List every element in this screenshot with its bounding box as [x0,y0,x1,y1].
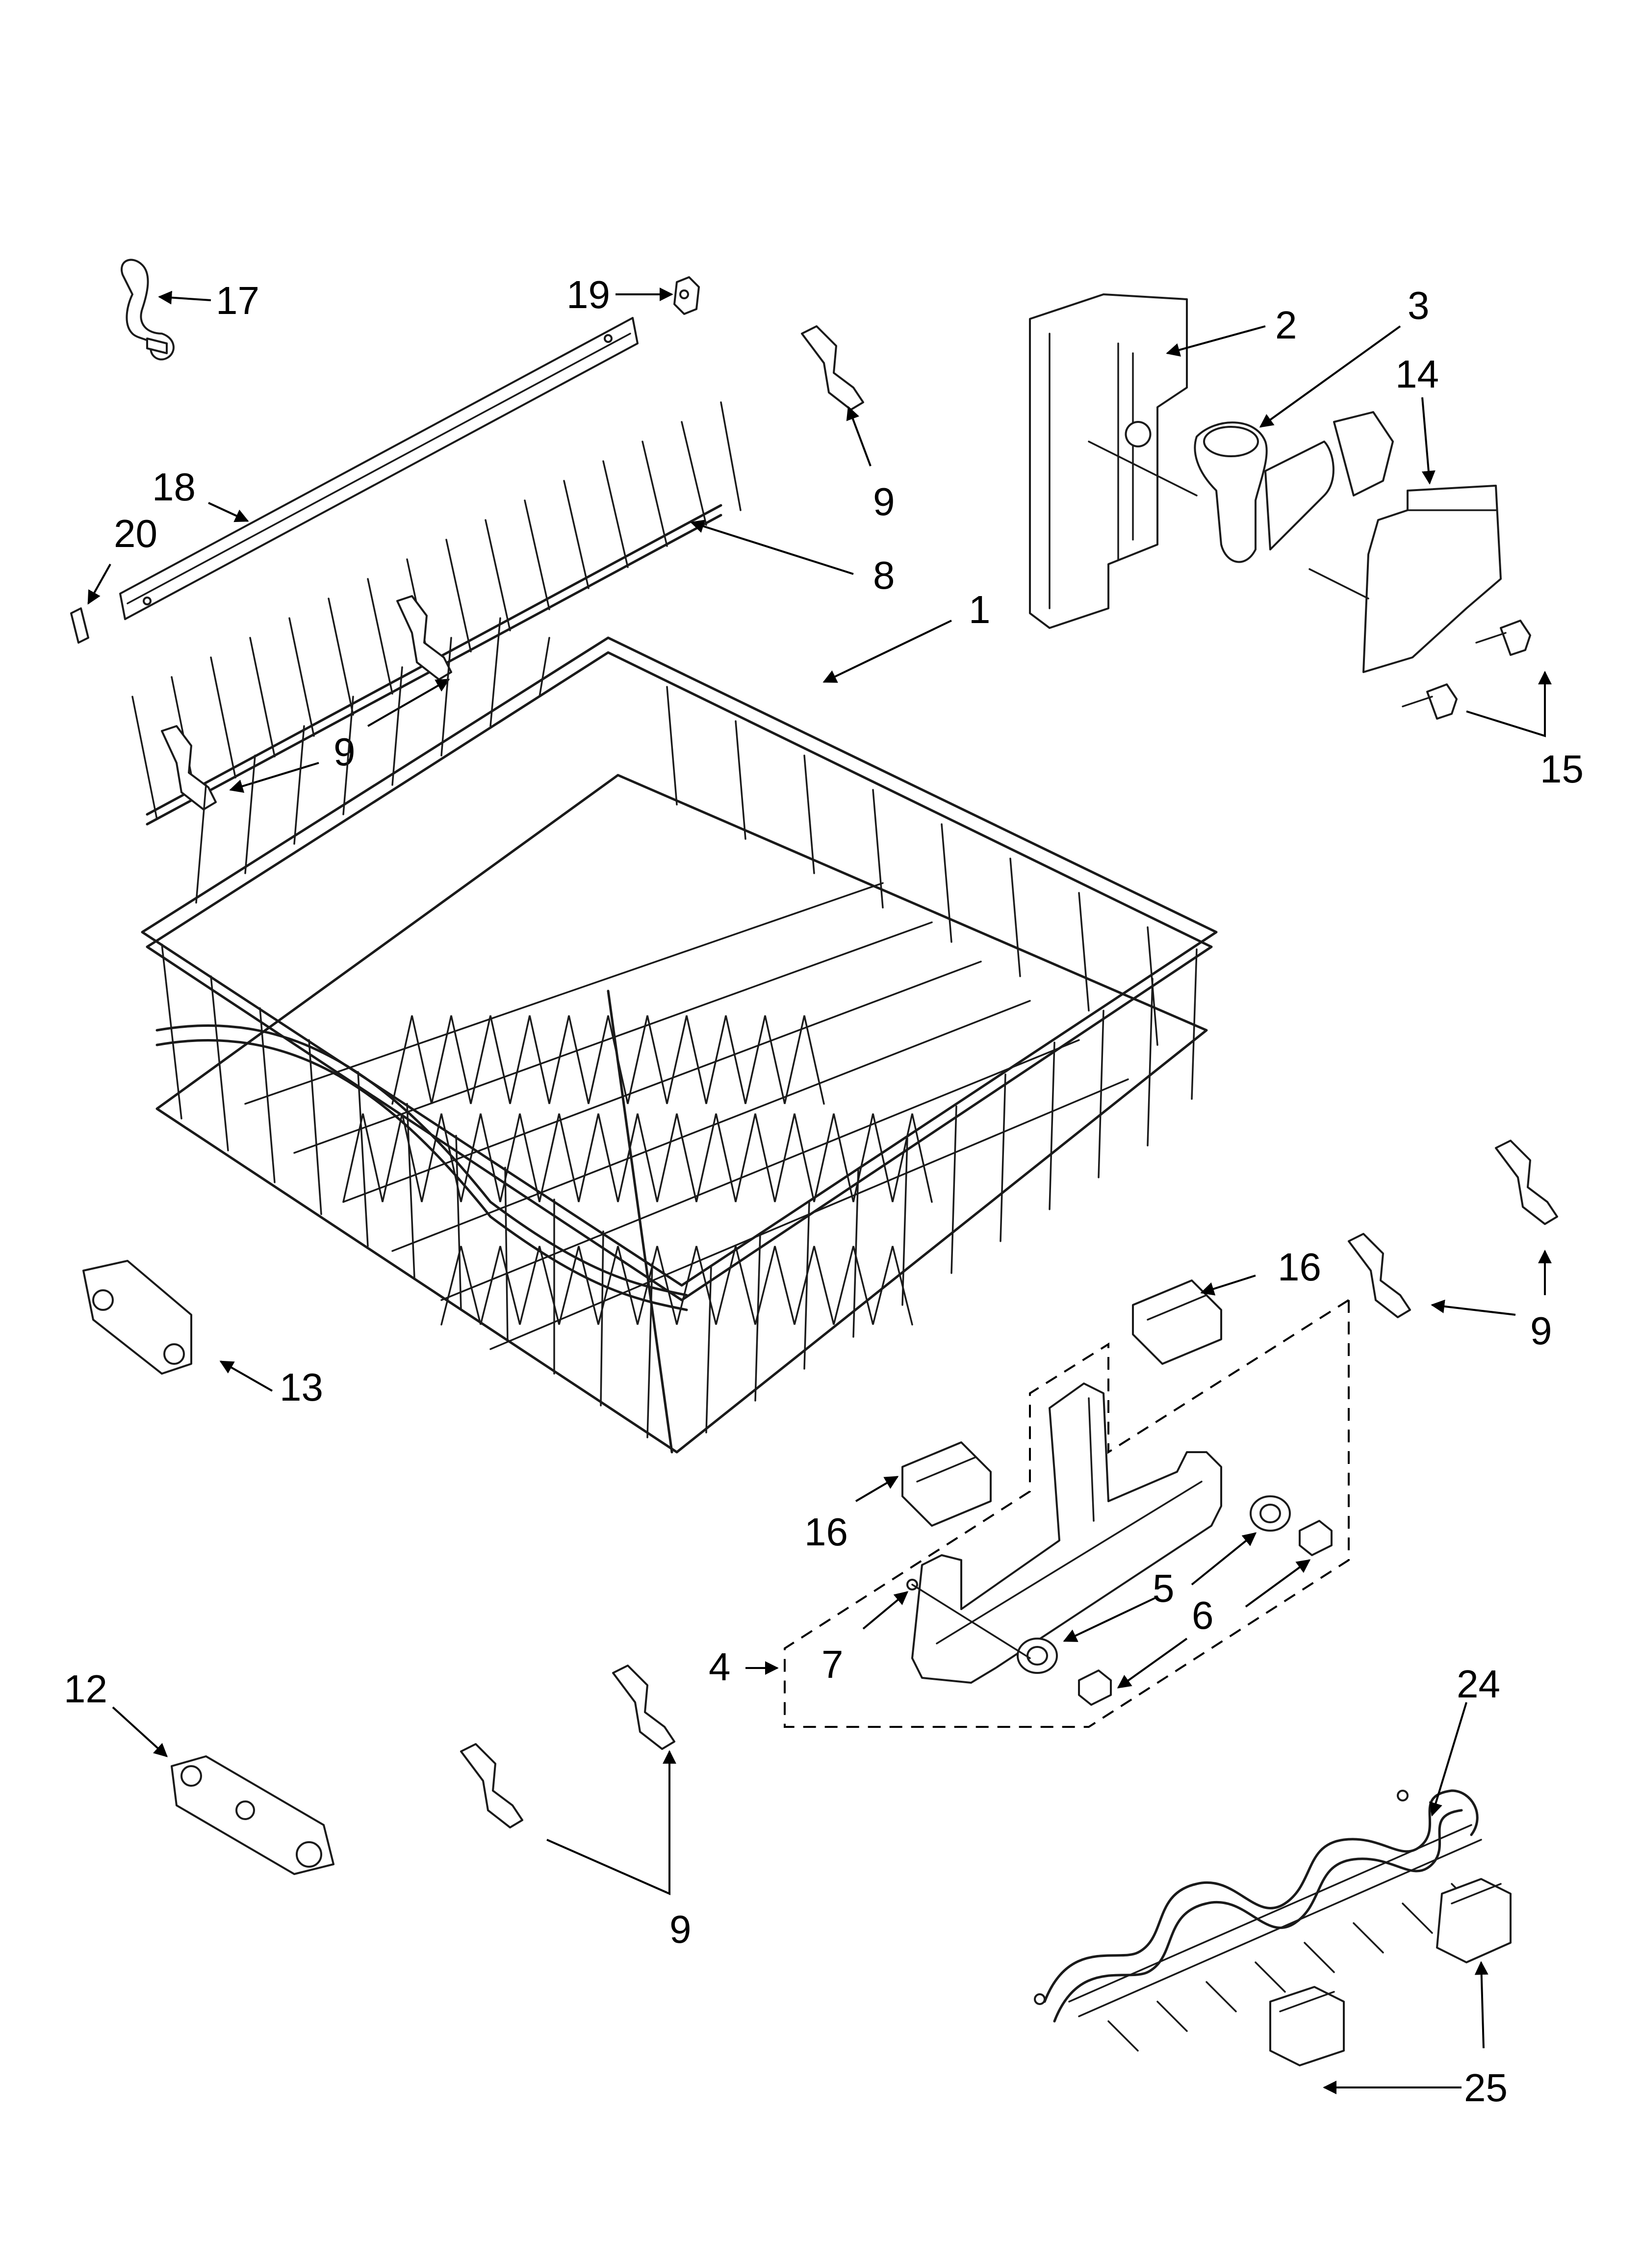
part-15-screw-a [1475,620,1531,656]
leader-15 [1466,671,1552,737]
leader-9-left-a [367,678,450,727]
part-17-clip [121,259,175,361]
leader-5a [1191,1532,1257,1586]
callout-13: 13 [280,1365,323,1409]
callout-24: 24 [1457,1662,1500,1706]
part-9-clip-bottom-a [612,1665,675,1750]
leader-3 [1259,325,1401,428]
callout-14: 14 [1395,352,1439,396]
leader-16-top [1200,1275,1256,1296]
part-1-upper-rack [141,617,1218,1454]
leader-17 [158,290,211,305]
assembly-line-14 [1308,568,1369,600]
callout-2: 2 [1275,303,1297,347]
leader-5b [1063,1596,1158,1642]
callout-17: 17 [216,279,259,322]
part-6-axle-upper [1299,1520,1333,1556]
leader-9-right-b [1431,1300,1516,1316]
callout-25: 25 [1464,2066,1508,2110]
callout-8: 8 [873,553,895,597]
leader-8 [690,520,854,575]
leader-20 [87,564,111,605]
callout-3: 3 [1408,284,1430,327]
leader-18 [208,502,249,522]
leader-12 [112,1706,168,1757]
leader-6a [1245,1559,1311,1608]
callout-9-top: 9 [873,480,895,523]
callout-16-top: 16 [1278,1245,1321,1289]
callout-4: 4 [709,1645,731,1689]
part-4-adjuster-arm [911,1382,1222,1684]
leader-9-top [846,406,872,467]
part-13-bracket [82,1260,192,1375]
part-25-clip-right [1436,1878,1512,1963]
leader-2 [1166,325,1266,357]
part-9-clip-bottom-b [460,1743,523,1828]
leader-25-right [1474,1961,1488,2049]
callout-9-left: 9 [334,730,356,774]
part-9-clip-left-b [161,725,217,810]
part-19-end-cap [673,276,700,315]
callout-20: 20 [114,512,157,555]
part-4-group-outline [784,1299,1350,1728]
part-9-clip-right-b [1348,1233,1411,1318]
part-14-cover [1362,485,1502,673]
part-5-wheel-lower [1017,1638,1058,1674]
part-16-slide-left [901,1441,992,1527]
part-20-clip [70,607,89,644]
leader-9-bottom [546,1750,676,1896]
part-6-axle-lower [1078,1669,1112,1706]
leader-13 [219,1360,273,1392]
part-5-wheel-upper [1250,1495,1291,1532]
part-2-adjuster-housing [1029,293,1198,629]
part-15-screw-b [1402,683,1458,720]
part-12-bracket [171,1755,334,1875]
callout-5: 5 [1153,1566,1175,1610]
part-24-tine-assembly [1034,1789,1482,2052]
part-9-clip-left-a [396,595,452,680]
leader-24 [1429,1702,1467,1817]
part-9-clip-top [801,325,864,411]
leader-14 [1421,397,1436,485]
callout-1: 1 [969,588,991,631]
callout-16-left: 16 [804,1510,848,1554]
callout-15: 15 [1540,747,1584,791]
callout-7: 7 [821,1642,844,1686]
leader-16-left [855,1476,899,1502]
leader-7 [862,1591,909,1630]
callout-9-right: 9 [1530,1309,1552,1353]
part-7-pin [906,1579,1031,1659]
part-25-clip-left [1269,1986,1345,2066]
callout-18: 18 [152,465,196,509]
callout-12: 12 [64,1667,107,1711]
leader-1 [822,620,952,683]
callout-9-bottom: 9 [669,1907,692,1951]
callout-6: 6 [1192,1593,1214,1637]
callout-19: 19 [566,273,610,316]
leader-9-left-b [229,762,319,793]
part-9-clip-right-a [1495,1140,1558,1225]
part-3-lever [1194,411,1394,563]
leader-6b [1117,1638,1188,1689]
part-18-rail [119,317,639,620]
part-16-slide-top [1132,1279,1222,1365]
